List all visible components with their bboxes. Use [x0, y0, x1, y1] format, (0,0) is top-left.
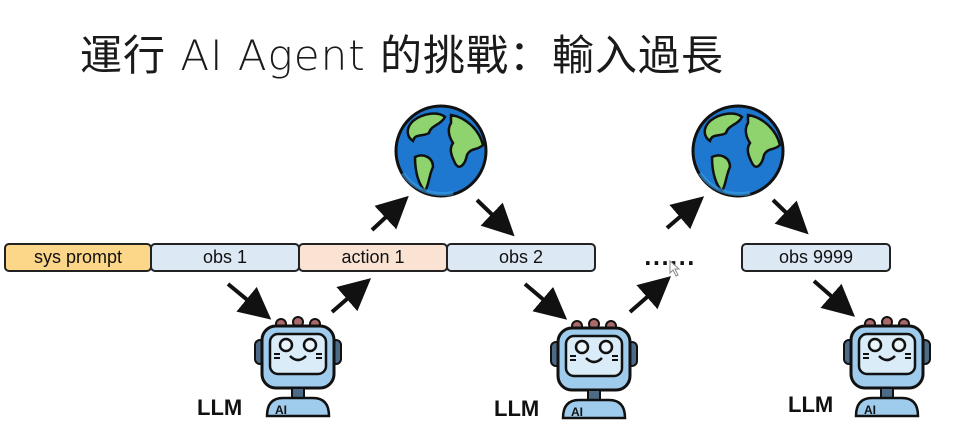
- obs-1-label: obs 1: [202, 247, 248, 267]
- svg-text:AI: AI: [275, 403, 287, 417]
- globe-icon: [394, 104, 488, 198]
- arrow-icon: [226, 282, 272, 320]
- arrow-icon: [330, 278, 372, 314]
- obs-2-box: obs 2: [446, 243, 596, 272]
- sys-prompt-box: sys prompt: [4, 243, 152, 272]
- arrow-icon: [370, 195, 409, 232]
- obs-9999-box: obs 9999: [741, 243, 891, 272]
- obs-2-label: obs 2: [498, 247, 544, 267]
- action-1-label: action 1: [341, 247, 405, 267]
- arrow-icon: [523, 282, 568, 320]
- llm-label: LLM: [494, 396, 540, 421]
- page-title: 運行 AI Agent 的挑戰：輸入過長: [80, 31, 725, 80]
- sys-prompt-label: sys prompt: [33, 247, 123, 267]
- llm-label: LLM: [788, 392, 834, 417]
- svg-text:AI: AI: [864, 403, 876, 417]
- robot-icon: AI: [254, 316, 342, 418]
- arrow-icon: [771, 198, 809, 235]
- obs-9999-label: obs 9999: [778, 247, 854, 267]
- robot-icon: AI: [550, 318, 638, 420]
- llm-label: LLM: [197, 395, 243, 420]
- arrow-icon: [812, 279, 856, 317]
- arrow-icon: [665, 196, 705, 230]
- action-1-box: action 1: [298, 243, 448, 272]
- robot-icon: AI: [843, 316, 931, 418]
- arrow-icon: [628, 276, 672, 314]
- ellipsis: ......: [644, 246, 696, 270]
- globe-icon: [691, 104, 785, 198]
- arrow-icon: [475, 198, 515, 237]
- svg-text:AI: AI: [571, 405, 583, 419]
- mouse-cursor-icon: [669, 259, 681, 277]
